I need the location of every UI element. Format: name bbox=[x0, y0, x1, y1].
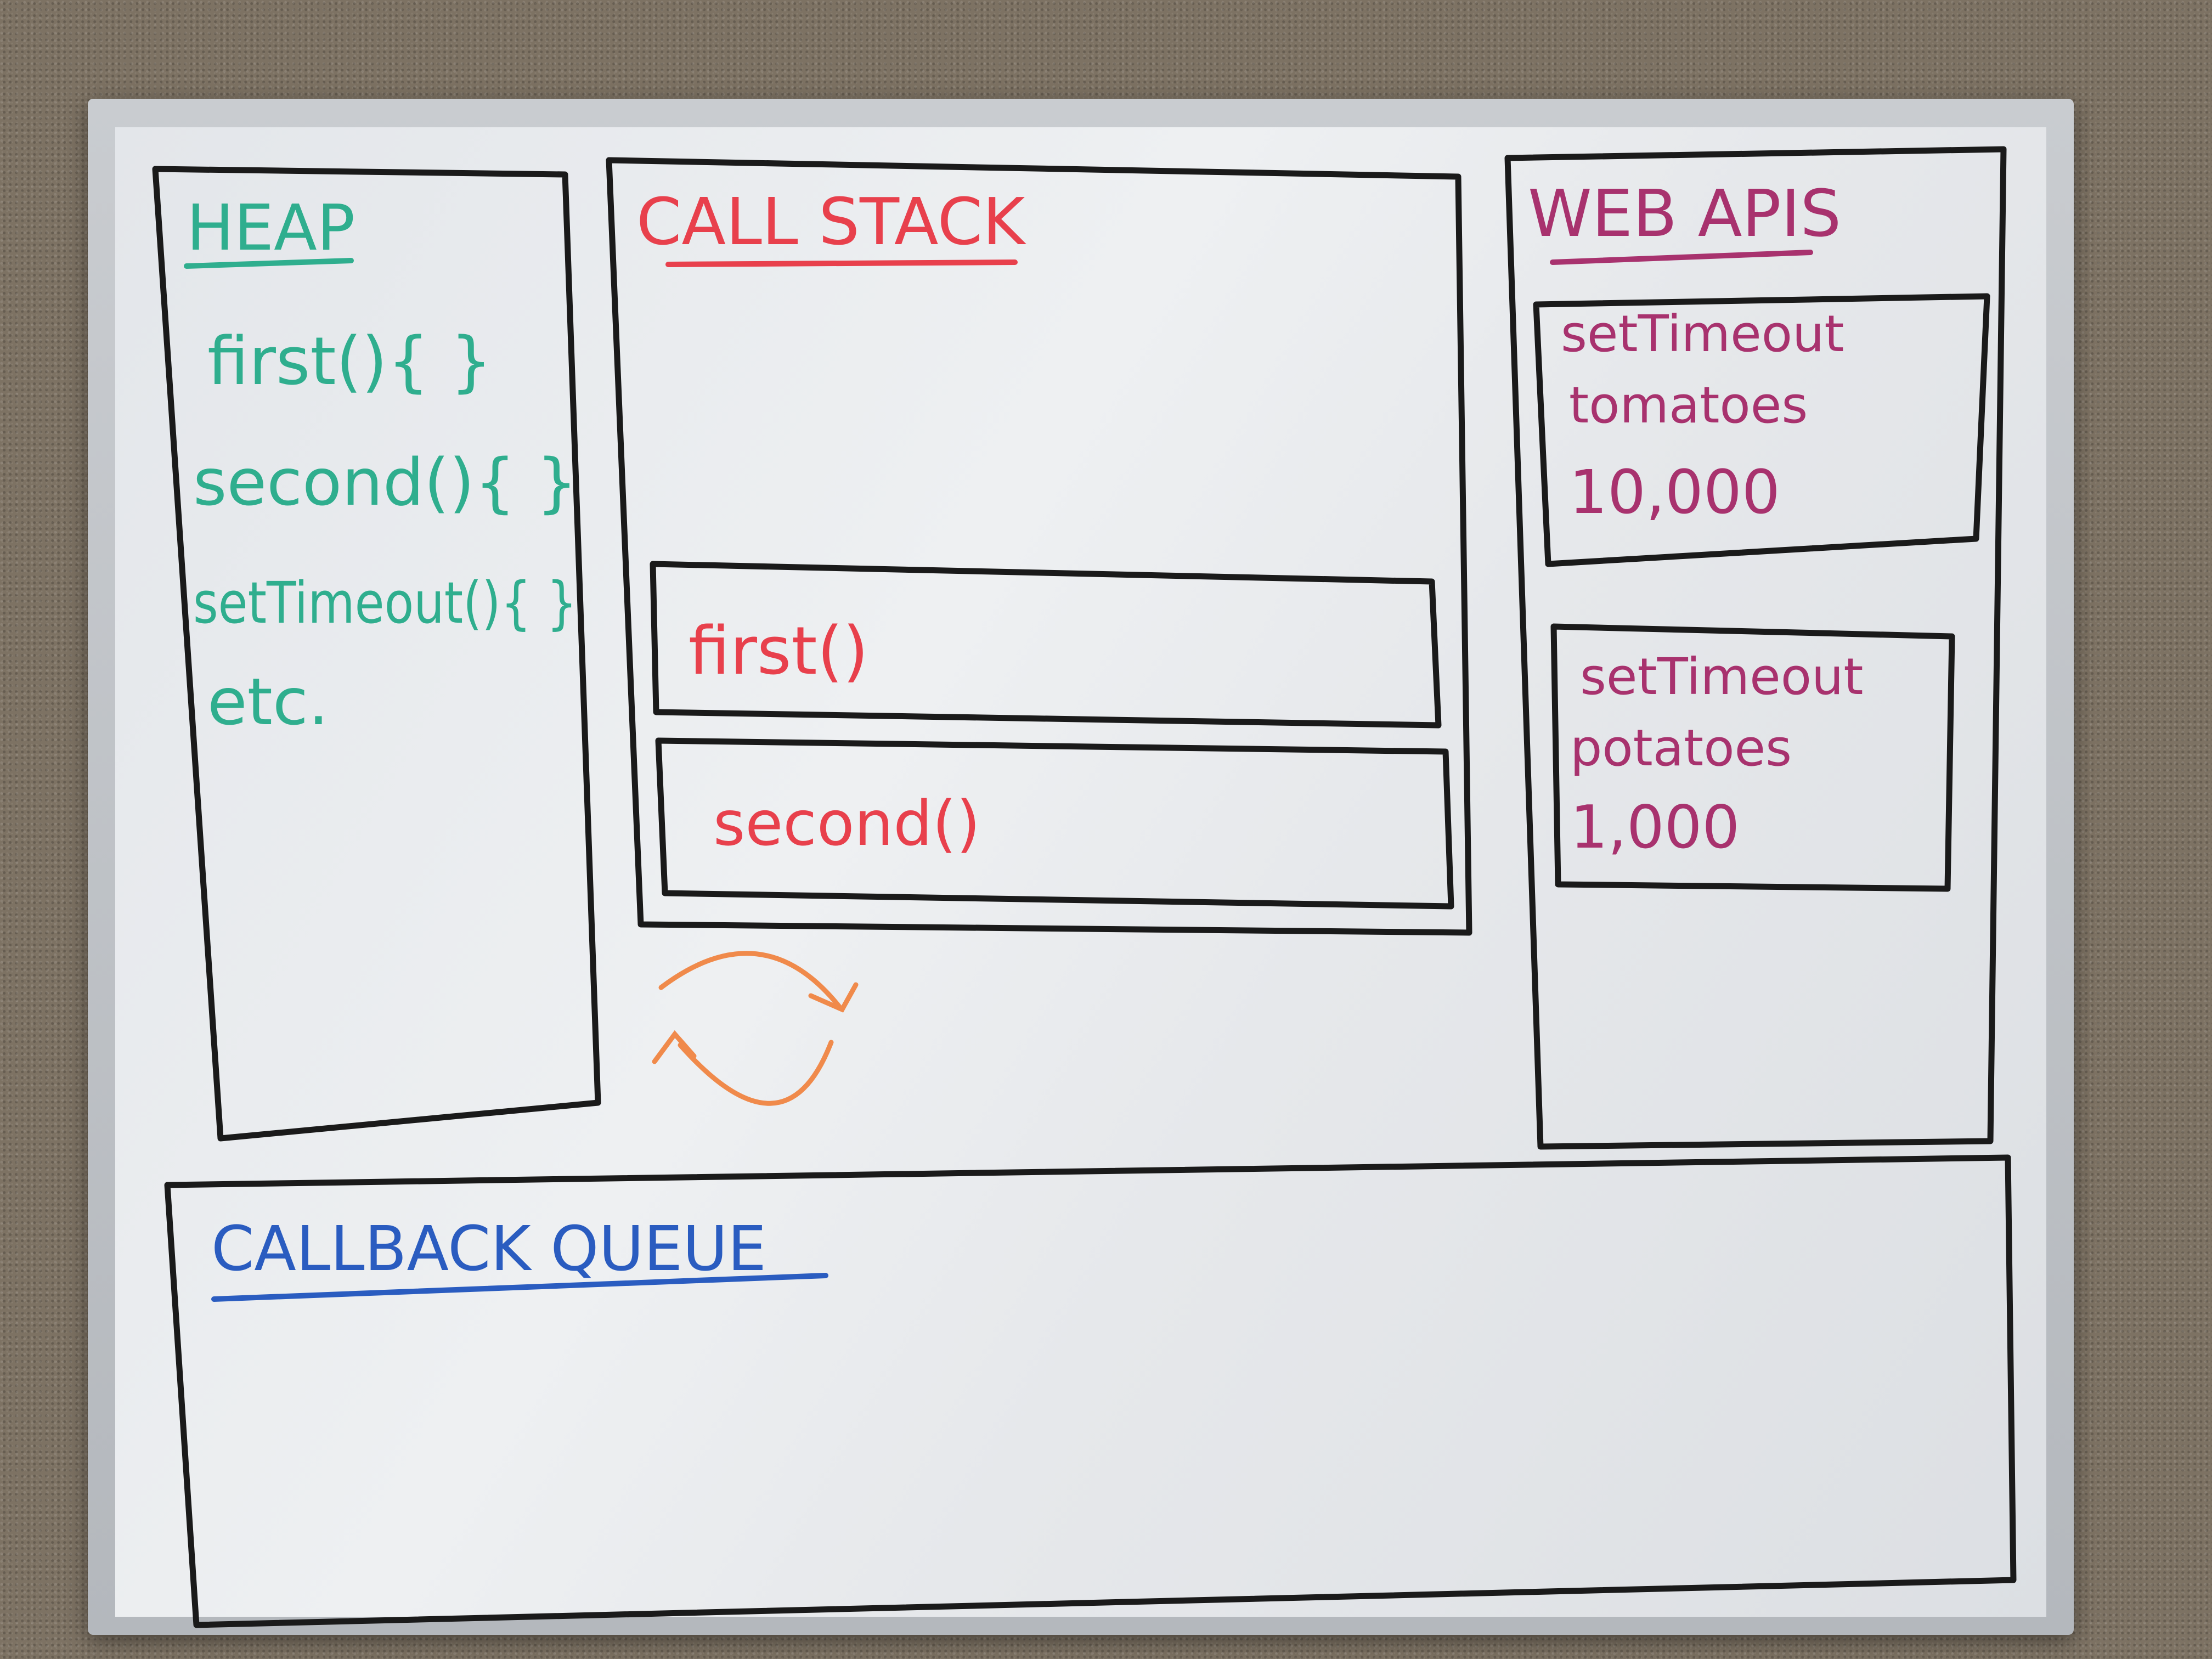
stack-frame-label: second() bbox=[713, 788, 980, 860]
heap-item: etc. bbox=[207, 664, 329, 740]
web-api-timer: setTimeout tomatoes 10,000 bbox=[1533, 293, 1990, 567]
heap-item: setTimeout(){ } bbox=[193, 569, 577, 636]
call-stack-panel: CALL STACK first() second() bbox=[606, 157, 1472, 936]
timer-box bbox=[1550, 623, 1955, 892]
stack-frame-box bbox=[655, 737, 1454, 910]
callback-queue-title: CALLBACK QUEUE bbox=[211, 1214, 766, 1285]
timer-box bbox=[1533, 293, 1990, 567]
call-stack-box bbox=[606, 157, 1472, 936]
callback-queue-title-underline bbox=[211, 1273, 828, 1302]
web-apis-panel: WEB APIS setTimeout tomatoes 10,000 setT… bbox=[1504, 146, 2007, 1150]
web-apis-title-underline bbox=[1550, 250, 1813, 265]
heap-item: second(){ } bbox=[193, 444, 578, 520]
heap-title: HEAP bbox=[187, 191, 355, 265]
heap-item: first(){ } bbox=[207, 324, 492, 400]
timer-delay: 10,000 bbox=[1569, 457, 1780, 527]
timer-function: setTimeout bbox=[1580, 647, 1863, 706]
call-stack-title: CALL STACK bbox=[636, 184, 1026, 259]
timer-delay: 1,000 bbox=[1570, 793, 1740, 862]
callback-queue-panel: CALLBACK QUEUE bbox=[164, 1154, 2017, 1628]
call-stack-title-underline bbox=[665, 259, 1018, 267]
heap-box bbox=[152, 166, 601, 1142]
heap-title-underline bbox=[184, 258, 354, 269]
stack-frame: first() bbox=[650, 561, 1442, 729]
web-apis-title: WEB APIS bbox=[1528, 176, 1841, 251]
whiteboard-surface bbox=[115, 127, 2046, 1617]
callback-queue-box bbox=[164, 1154, 2017, 1628]
web-apis-box bbox=[1504, 146, 2007, 1150]
web-api-timer: setTimeout potatoes 1,000 bbox=[1550, 623, 1955, 892]
stack-frame-label: first() bbox=[689, 613, 868, 690]
stack-frame-box bbox=[650, 561, 1442, 729]
heap-panel: HEAP first(){ } second(){ } setTimeout()… bbox=[152, 166, 601, 1142]
stack-frame: second() bbox=[655, 737, 1454, 910]
timer-function: setTimeout bbox=[1561, 304, 1844, 363]
timer-callback: tomatoes bbox=[1569, 376, 1808, 435]
circular-arrows-icon bbox=[652, 951, 859, 1106]
timer-callback: potatoes bbox=[1570, 719, 1792, 777]
